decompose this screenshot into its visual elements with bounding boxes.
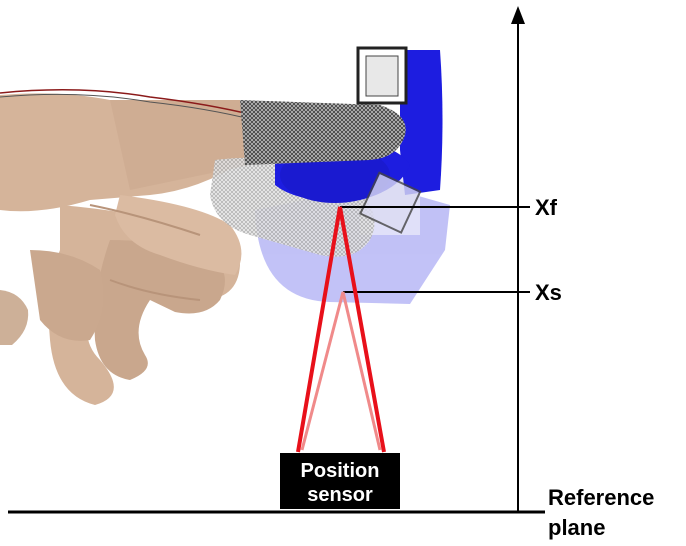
xs-label: Xs (535, 280, 562, 305)
fingertip-device (275, 46, 443, 234)
sensor-label-line2: sensor (307, 484, 373, 506)
reference-label-line2: plane (548, 515, 605, 540)
position-sensor-icon: Position sensor (280, 453, 400, 509)
xf-label: Xf (535, 195, 558, 220)
laser-beams (296, 206, 386, 453)
finger-mesh (240, 100, 406, 165)
position-sensor-box (280, 453, 400, 509)
reference-label-line1: Reference (548, 485, 654, 510)
axes (8, 6, 545, 514)
beam-reflection-xs (300, 291, 382, 451)
beam-to-xf (296, 206, 386, 453)
arrow-up-icon (511, 6, 525, 24)
sensor-label-line1: Position (301, 460, 380, 482)
hand (0, 89, 433, 405)
